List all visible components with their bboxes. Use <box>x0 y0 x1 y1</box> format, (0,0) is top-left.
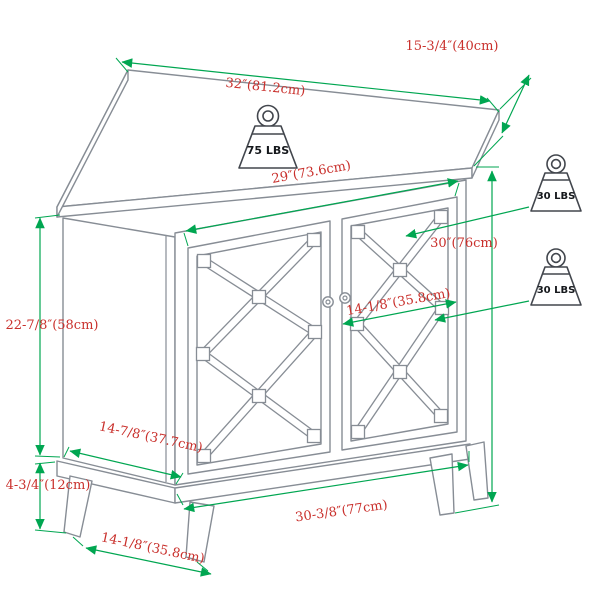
weight-body-icon <box>530 172 582 212</box>
upper-leader-arrow <box>405 206 530 239</box>
right-door-knob <box>339 292 351 304</box>
dimension-label-top-depth: 15-3/4″(40cm) <box>405 39 498 54</box>
cabinet <box>56 69 500 563</box>
dimension-label-leg-height: 4-3/4″(12cm) <box>6 478 91 493</box>
dimension-label-overall-height: 30″(76cm) <box>430 236 498 251</box>
weight-badge-upper: 30 LBS <box>405 154 582 239</box>
dimension-overall-height: 30″(76cm) <box>430 166 500 514</box>
weight-label-top: 75 LBS <box>247 144 290 157</box>
weight-body-icon <box>238 125 298 169</box>
weight-capacity-annotations: 75 LBS 30 LBS 30 LBS <box>238 104 582 323</box>
weight-badge-lower: 30 LBS <box>434 248 582 323</box>
dimension-body-height: 22-7/8″(58cm) <box>5 214 99 458</box>
weight-badge-top: 75 LBS <box>238 104 298 169</box>
dimension-top-depth: 15-3/4″(40cm) <box>405 39 532 167</box>
left-door <box>187 220 331 475</box>
dimension-leg-height: 4-3/4″(12cm) <box>6 461 91 534</box>
right-door <box>341 196 458 451</box>
left-door-glass <box>196 231 322 466</box>
weight-label-upper: 30 LBS <box>537 191 576 202</box>
left-door-fretwork <box>195 232 323 464</box>
weight-label-lower: 30 LBS <box>537 285 576 296</box>
weight-body-icon <box>530 266 582 306</box>
lower-leader-arrow <box>434 300 530 323</box>
dimension-label-body-height: 22-7/8″(58cm) <box>5 318 98 333</box>
left-door-knob <box>322 296 334 308</box>
